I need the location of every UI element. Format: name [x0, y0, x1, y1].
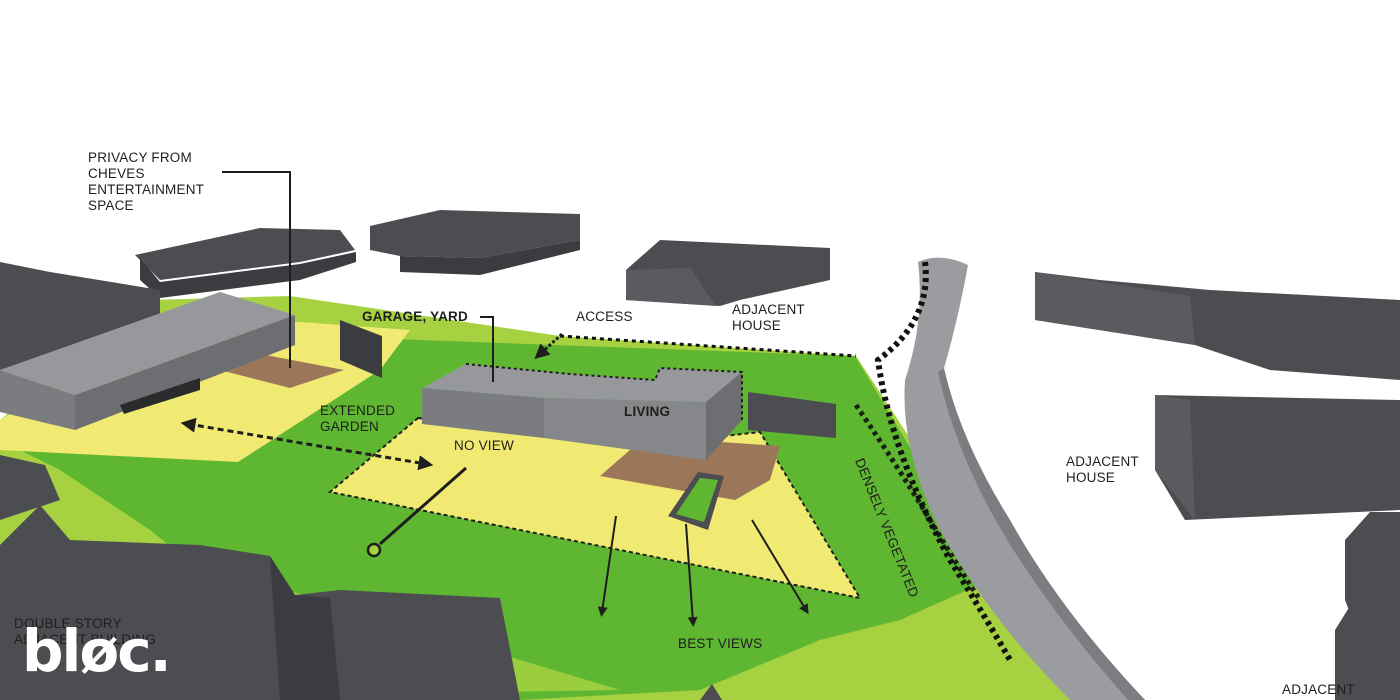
building-top-1-front [140, 252, 356, 298]
label-adjacent-house-bottom: ADJACENT [1282, 682, 1355, 697]
label-best-views: BEST VIEWS [678, 636, 763, 651]
garage-leader [480, 316, 494, 382]
building-left-main-side [75, 315, 295, 430]
yard-left [0, 322, 410, 462]
label-privacy: PRIVACY FROM CHEVES ENTERTAINMENT SPACE [88, 150, 205, 213]
label-adjacent-house-right: ADJACENT HOUSE [1066, 454, 1139, 485]
building-left-lower [0, 455, 60, 520]
building-left-window [120, 378, 200, 414]
building-top-2-front [400, 240, 580, 275]
view-arrow-2 [685, 523, 698, 627]
building-top-2-top [370, 210, 580, 258]
access-boundary [559, 334, 857, 358]
garage-top [422, 364, 570, 398]
label-extended-garden: EXTENDED GARDEN [320, 403, 396, 434]
wall-right [748, 392, 836, 438]
deck-main [600, 440, 780, 500]
living-front [544, 398, 706, 460]
label-adjacent-house-top: ADJACENT HOUSE [732, 302, 805, 333]
privacy-leader [222, 171, 291, 368]
label-living: LIVING [624, 404, 671, 419]
building-left-main-front [0, 370, 75, 430]
building-left-main-top [0, 292, 295, 395]
living-side [706, 372, 742, 460]
label-double-story: DOUBLE STORY ADJACENT BUILDING [14, 616, 156, 647]
brand-logo: bløc. [22, 617, 172, 685]
building-right-2-face [1155, 395, 1195, 520]
building-double-story-shade [270, 556, 340, 700]
planter-top [676, 478, 718, 522]
view-arrow-3 [751, 519, 809, 615]
building-top-1-top [135, 228, 355, 280]
building-double-story [0, 505, 520, 700]
roof-peak-bottom [700, 684, 722, 700]
building-left-far [0, 262, 160, 370]
label-garage-yard: GARAGE, YARD [362, 309, 468, 324]
building-right-4 [1335, 585, 1400, 700]
vegetation-boundary-inner [853, 403, 983, 602]
road [904, 257, 1145, 700]
garage-front [422, 388, 544, 438]
view-arrow-1 [597, 515, 617, 617]
no-view-line [379, 466, 467, 546]
wall-left [340, 320, 382, 378]
building-right-1-face [1035, 272, 1195, 345]
label-access: ACCESS [576, 309, 633, 324]
building-adjacent-face [626, 268, 716, 306]
label-no-view: NO VIEW [454, 438, 514, 453]
building-right-2 [1155, 395, 1400, 520]
no-view-marker [366, 542, 382, 558]
vegetation-boundary [874, 261, 1013, 662]
garden-arrow [180, 417, 434, 471]
